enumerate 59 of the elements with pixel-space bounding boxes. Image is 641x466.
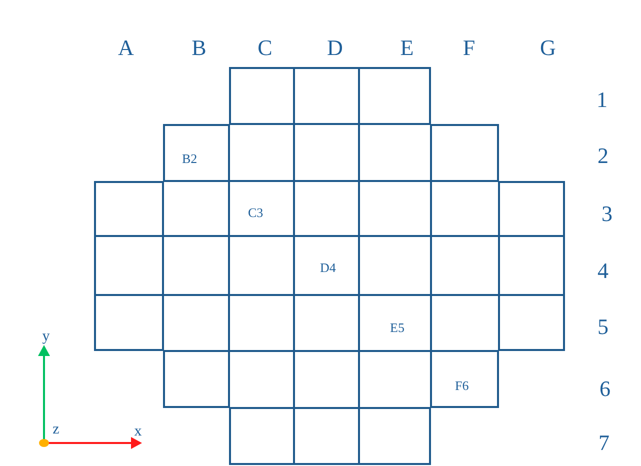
grid-cell [359, 67, 431, 124]
grid-cell [163, 351, 229, 408]
column-letter: G [540, 37, 556, 59]
row-number: 4 [598, 260, 608, 282]
grid-cell [499, 295, 565, 351]
cell-label: D4 [320, 261, 336, 275]
grid-cell [431, 124, 499, 181]
row-number: 1 [596, 89, 608, 111]
grid-cell [163, 181, 229, 236]
grid-cell [163, 295, 229, 351]
grid-cell [359, 236, 431, 295]
column-letter: D [327, 37, 343, 59]
axis-label: z [52, 422, 60, 438]
grid-cell [229, 408, 294, 465]
column-letter: A [118, 37, 134, 59]
row-number: 5 [598, 316, 608, 338]
grid-cell [229, 67, 294, 124]
grid-cell [229, 124, 294, 181]
grid-cell [294, 295, 359, 351]
grid-cell [94, 295, 163, 351]
grid-cell [94, 236, 163, 295]
column-letter: B [192, 37, 206, 59]
grid-cell [499, 181, 565, 236]
grid-cell [431, 181, 499, 236]
column-letter: C [258, 37, 272, 59]
row-number: 7 [598, 432, 610, 454]
row-number: 2 [598, 145, 608, 167]
grid-cell [359, 408, 431, 465]
grid-cell [359, 295, 431, 351]
cell-label: C3 [248, 206, 264, 220]
cell-label: B2 [182, 152, 198, 166]
grid-cell [294, 67, 359, 124]
cell-label: E5 [390, 321, 404, 335]
grid-cell [94, 181, 163, 236]
grid-cell [359, 181, 431, 236]
grid-cell [229, 295, 294, 351]
column-letter: E [400, 37, 414, 59]
grid-cell [294, 181, 359, 236]
grid-cell [359, 124, 431, 181]
axis-label: x [134, 424, 142, 440]
row-number: 6 [600, 378, 610, 400]
grid-cell [294, 408, 359, 465]
row-number: 3 [602, 203, 612, 225]
grid-cell [163, 236, 229, 295]
column-letter: F [462, 37, 476, 59]
grid-cell [229, 181, 294, 236]
grid-cell [359, 351, 431, 408]
grid-cell [229, 351, 294, 408]
grid-cell [294, 351, 359, 408]
grid-cell [229, 236, 294, 295]
grid-cell [294, 124, 359, 181]
grid-cell [499, 236, 565, 295]
grid-cell [163, 124, 229, 181]
grid-cell [294, 236, 359, 295]
axis-label: y [42, 330, 50, 344]
grid-cell [431, 351, 499, 408]
grid-cell [431, 295, 499, 351]
cell-label: F6 [455, 379, 469, 393]
grid-cell [431, 236, 499, 295]
